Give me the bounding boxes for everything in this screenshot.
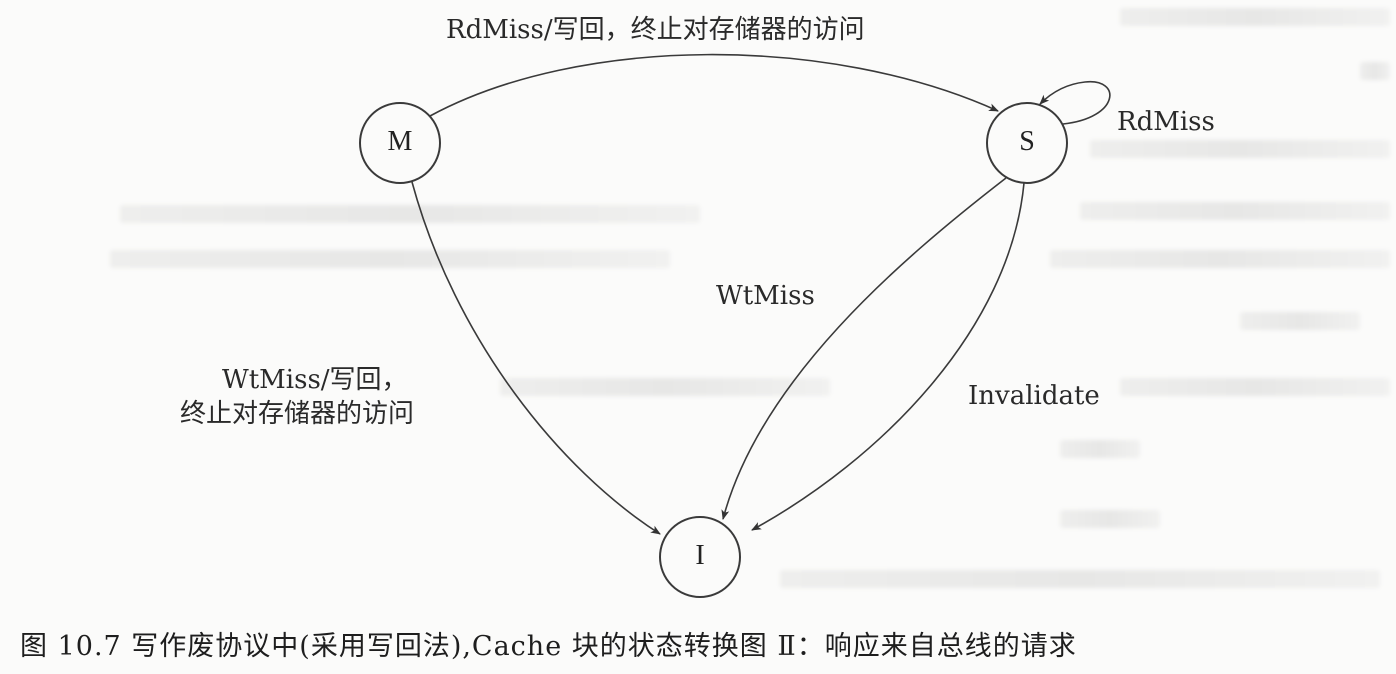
- edge-m-to-i: [411, 181, 661, 535]
- figure-caption: 图 10.7 写作废协议中(采用写回法),Cache 块的状态转换图 Ⅱ：响应来…: [20, 631, 1077, 662]
- bleed-through-line: [1360, 62, 1390, 80]
- state-i-circle: [659, 516, 741, 598]
- bleed-through-line: [1060, 510, 1160, 528]
- state-s-label: S: [1019, 126, 1035, 157]
- edge-label-s-self: RdMiss: [1117, 107, 1215, 137]
- bleed-through-line: [1080, 202, 1390, 220]
- bleed-through-line: [1050, 250, 1390, 268]
- state-i-label: I: [695, 540, 705, 571]
- edge-s-to-i-wtmiss: [721, 177, 1007, 520]
- state-m-circle: [359, 102, 441, 184]
- edge-label-s-to-i-invalidate: Invalidate: [968, 381, 1100, 411]
- edge-m-to-s: [429, 53, 999, 117]
- bleed-through-line: [500, 378, 830, 396]
- edge-s-to-i-invalidate: [751, 182, 1025, 531]
- bleed-through-line: [120, 205, 700, 223]
- edge-label-m-to-s: RdMiss/写回，终止对存储器的访问: [446, 15, 865, 45]
- bleed-through-line: [780, 570, 1380, 588]
- bleed-through-line: [1240, 312, 1360, 330]
- state-s-circle: [986, 102, 1068, 184]
- bleed-through-line: [1060, 440, 1140, 458]
- state-m-label: M: [387, 126, 413, 157]
- edge-s-self-loop: [1039, 81, 1111, 125]
- bleed-through-line: [1090, 140, 1390, 158]
- bleed-through-line: [1120, 378, 1390, 396]
- edge-label-s-to-i-wtmiss: WtMiss: [716, 281, 815, 311]
- edge-label-m-to-i-line2: 终止对存储器的访问: [180, 399, 415, 429]
- bleed-through-line: [1120, 8, 1390, 26]
- bleed-through-line: [110, 250, 670, 268]
- edge-label-m-to-i-line1: WtMiss/写回，: [222, 365, 408, 395]
